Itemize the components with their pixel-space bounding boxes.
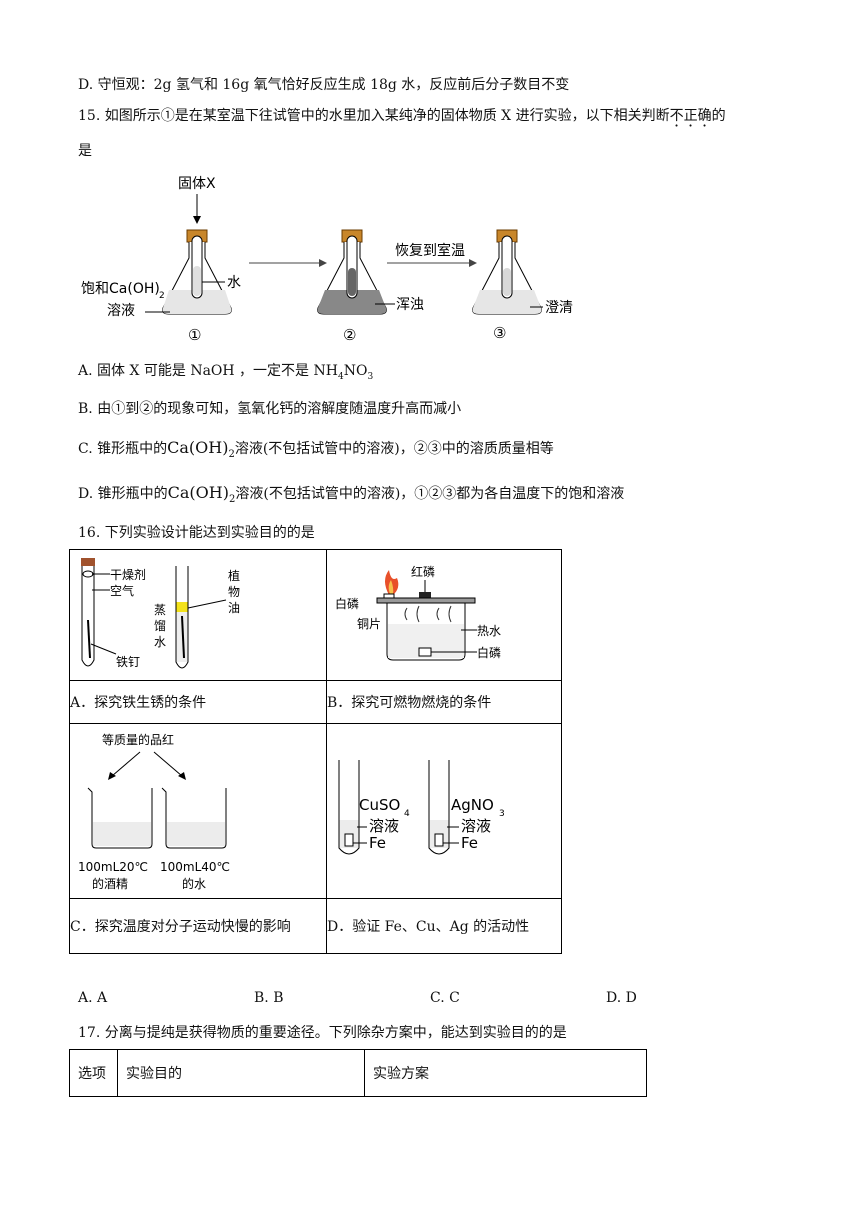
svg-text:蒸: 蒸 [154,603,166,617]
svg-text:白磷: 白磷 [477,645,501,660]
flask-1 [162,229,232,315]
q15-stem: 15. 如图所示①是在某室温下往试管中的水里加入某纯净的固体物质 X 进行实验，… [78,106,726,126]
q15-figure: 固体X 水 饱和Ca(OH) 2 溶液 ① 浑浊 ② 恢复到室温 澄清 ③ [81,176,573,344]
svg-text:水: 水 [154,635,166,649]
label-clear: 澄清 [545,300,573,316]
svg-text:馏: 馏 [154,619,166,633]
svg-text:①: ① [188,326,201,344]
svg-text:干燥剂: 干燥剂 [110,567,146,582]
q15-option-a: A. 固体 X 可能是 NaOH ，一定不是 NH4NO3 [78,363,374,382]
q16-choice-b[interactable]: B. B [254,990,284,1006]
svg-text:的酒精: 的酒精 [92,876,128,891]
svg-text:100mL40℃: 100mL40℃ [160,860,230,874]
svg-text:溶液: 溶液 [369,817,399,835]
label-turbid: 浑浊 [396,297,424,313]
q16-stem: 16. 下列实验设计能达到实验目的的是 [78,525,315,541]
svg-text:红磷: 红磷 [411,564,435,579]
svg-text:3: 3 [499,809,505,819]
svg-text:溶液: 溶液 [461,817,491,835]
q15-option-d: D. 锥形瓶中的Ca(OH)2溶液(不包括试管中的溶液)，①②③都为各自温度下的… [78,483,625,505]
cell-b-caption: B．探究可燃物燃烧的条件 [326,680,562,724]
q15-stem-cont: 是 [78,143,92,159]
q14-option-d: D. 守恒观：2g 氢气和 16g 氧气恰好反应生成 18g 水，反应前后分子数… [78,77,570,93]
q16-choice-c[interactable]: C. C [430,990,460,1006]
q16-table: 干燥剂 空气 铁钉 植 物 油 蒸 馏 水 白 [69,549,562,954]
emphasis-dot: 确 [698,108,712,124]
emphasis-dot: 不 [670,108,684,124]
q17-table: 选项 实验目的 实验方案 [69,1049,647,1097]
cell-b-figure: 白磷 红磷 铜片 热水 白磷 [326,549,562,681]
svg-text:物: 物 [228,585,240,599]
cell-d-figure: CuSO 4 溶液 Fe AgNO 3 溶液 Fe [326,723,562,899]
q16-choice-a[interactable]: A. A [78,990,108,1006]
label-water: 水 [227,275,241,291]
svg-text:Fe: Fe [369,834,386,852]
emphasis-dot: 正 [684,108,698,124]
flask-2 [317,229,387,315]
cell-c-caption: C．探究温度对分子运动快慢的影响 [69,898,327,954]
svg-text:③: ③ [493,324,506,342]
svg-text:等质量的品红: 等质量的品红 [102,732,174,747]
svg-text:CuSO: CuSO [359,796,400,814]
flask-3 [472,229,542,315]
cell-c-figure: 等质量的品红 100mL20℃ 的酒精 100mL40℃ 的水 [69,723,327,899]
svg-text:2: 2 [159,291,165,301]
header-plan: 实验方案 [364,1049,647,1097]
q16-choice-d[interactable]: D. D [606,990,637,1006]
svg-text:空气: 空气 [110,583,134,598]
svg-text:100mL20℃: 100mL20℃ [78,860,148,874]
q15-option-b: B. 由①到②的现象可知，氢氧化钙的溶解度随温度升高而减小 [78,401,462,417]
header-option: 选项 [69,1049,118,1097]
svg-text:热水: 热水 [477,624,501,638]
label-solution: 溶液 [107,303,135,319]
label-sat: 饱和Ca(OH) [81,281,160,297]
svg-text:铁钉: 铁钉 [116,655,140,669]
svg-text:②: ② [343,326,356,344]
svg-text:植: 植 [228,568,240,583]
cell-d-caption: D．验证 Fe、Cu、Ag 的活动性 [326,898,562,954]
svg-text:白磷: 白磷 [335,596,359,611]
svg-text:铜片: 铜片 [357,616,381,631]
header-purpose: 实验目的 [117,1049,365,1097]
label-solid-x: 固体X [178,176,216,192]
cell-a-caption: A．探究铁生锈的条件 [69,680,327,724]
svg-text:4: 4 [404,809,410,819]
svg-text:Fe: Fe [461,834,478,852]
cell-a-figure: 干燥剂 空气 铁钉 植 物 油 蒸 馏 水 [69,549,327,681]
svg-text:的水: 的水 [182,876,206,891]
q15-option-c: C. 锥形瓶中的Ca(OH)2溶液(不包括试管中的溶液)，②③中的溶质质量相等 [78,438,554,460]
svg-text:AgNO: AgNO [451,796,494,814]
svg-text:油: 油 [228,601,240,615]
label-restore: 恢复到室温 [395,242,465,259]
q17-stem: 17. 分离与提纯是获得物质的重要途径。下列除杂方案中，能达到实验目的的是 [78,1025,567,1041]
